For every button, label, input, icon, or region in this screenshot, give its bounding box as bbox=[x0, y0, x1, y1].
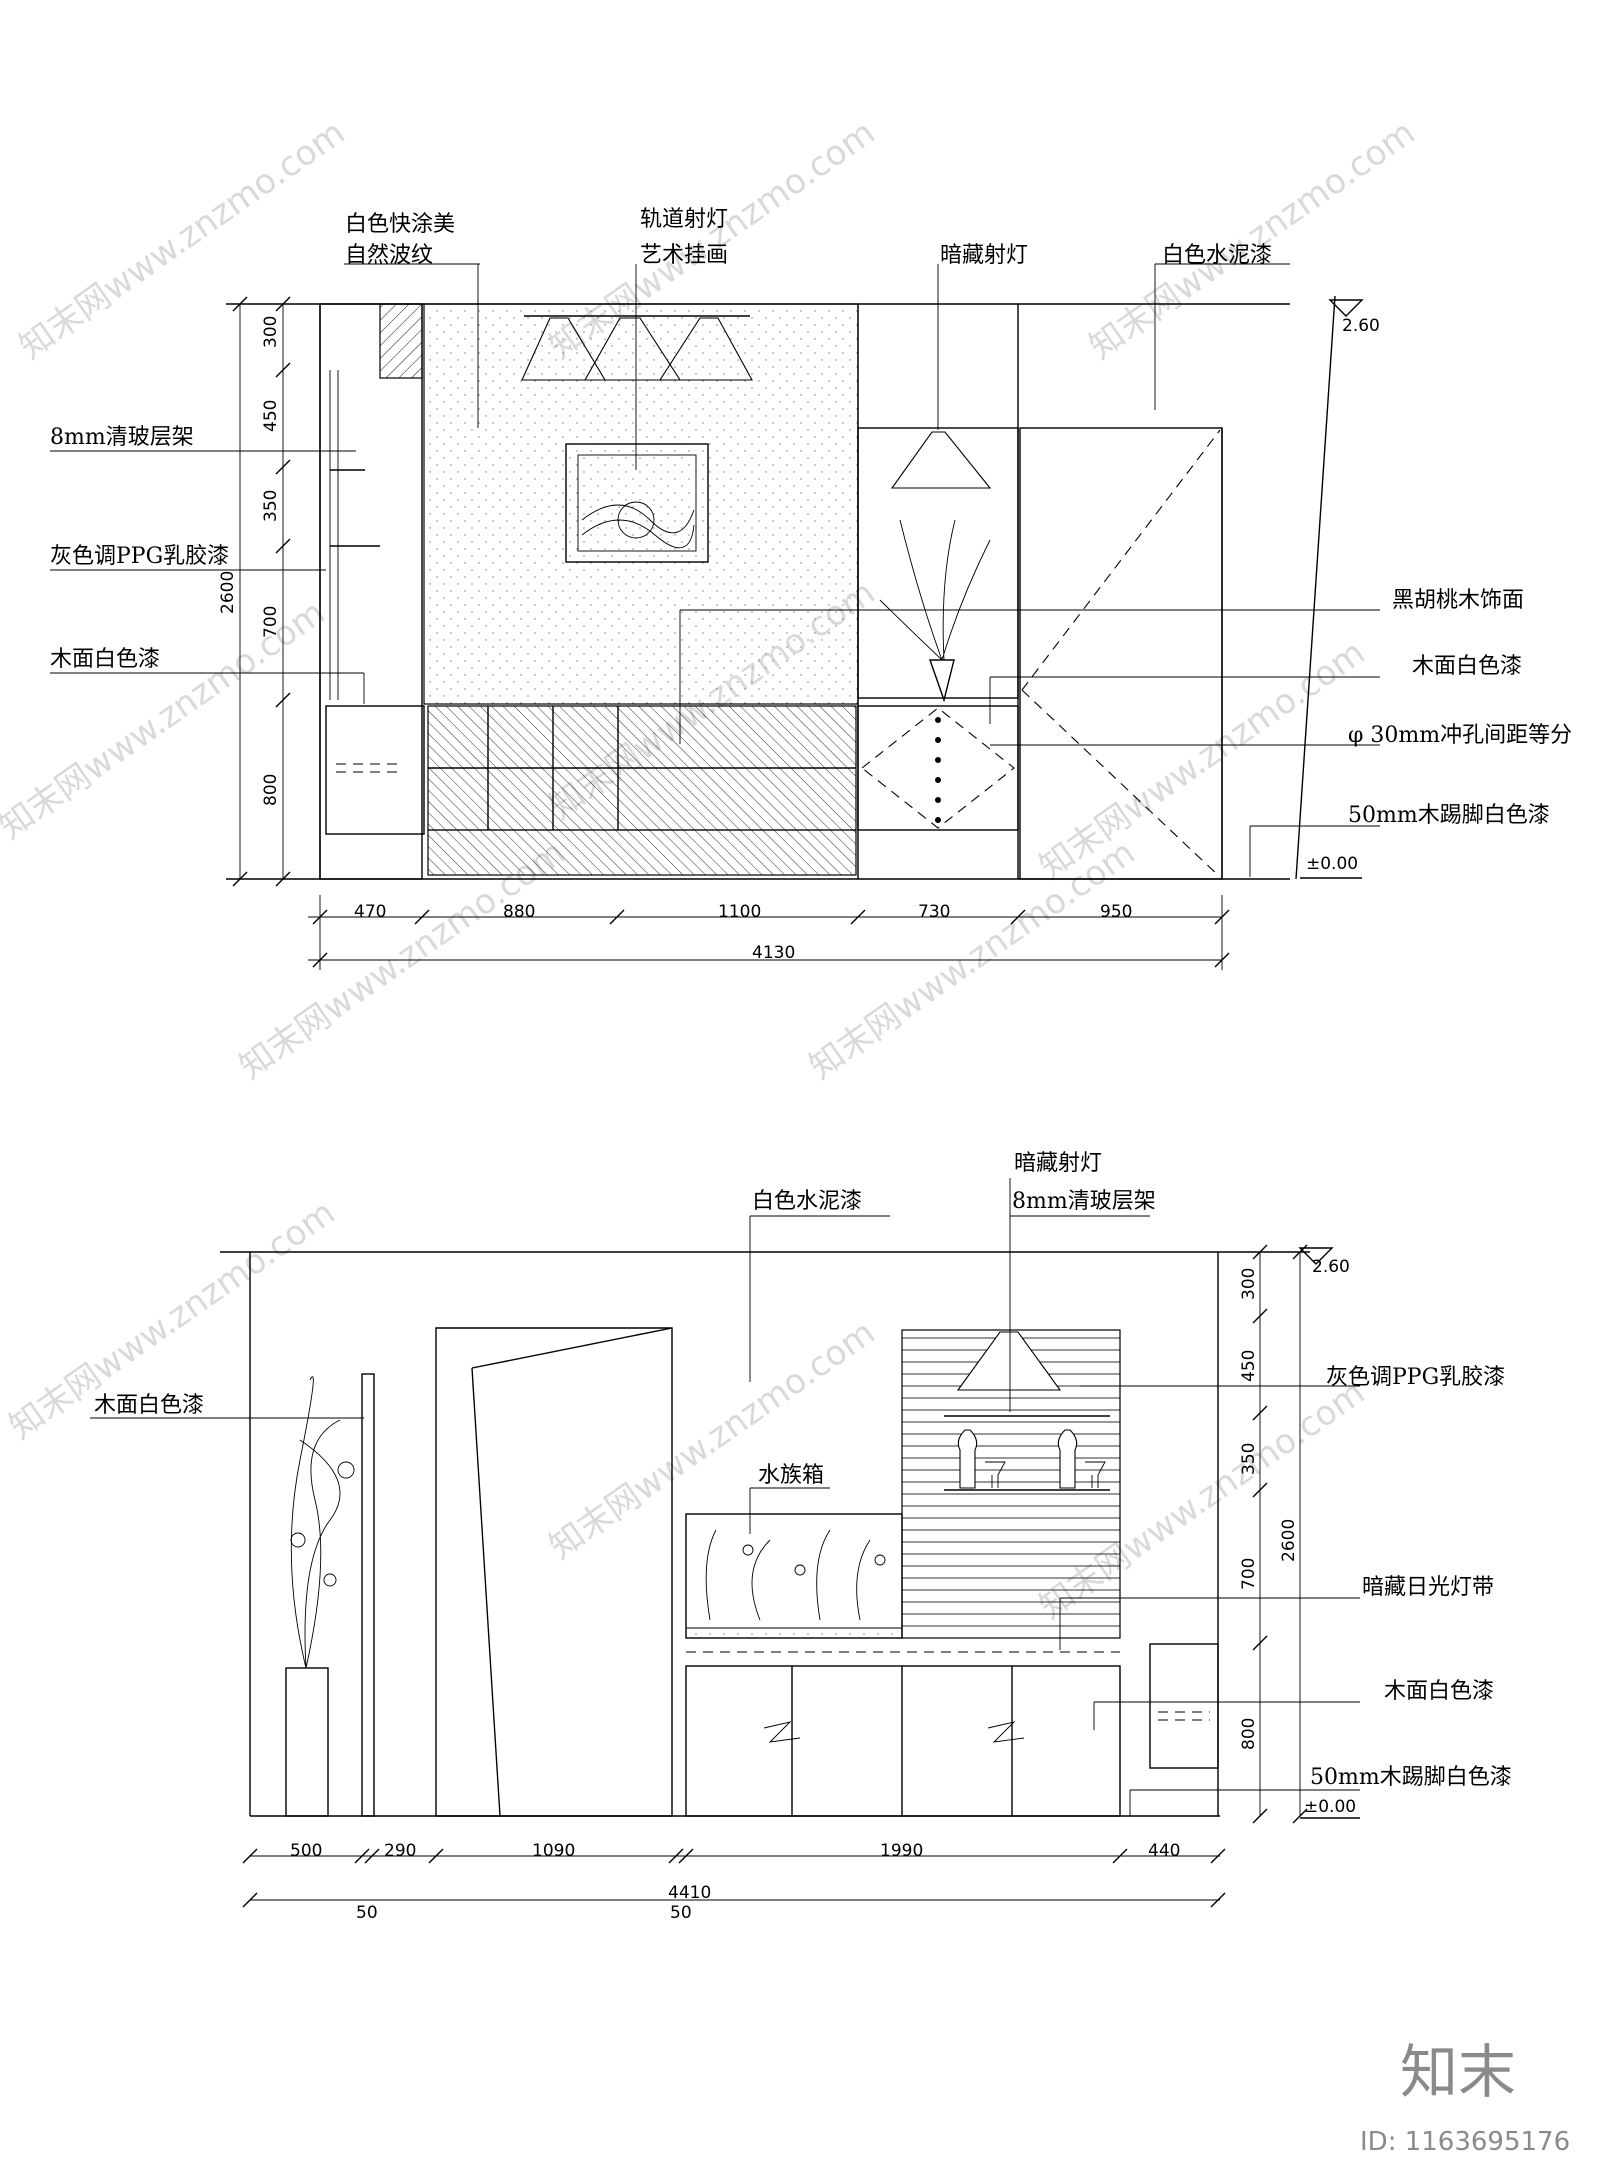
label-wood-white-left: 木面白色漆 bbox=[50, 647, 160, 672]
label-glass-shelf: 8mm清玻层架 bbox=[1012, 1189, 1156, 1214]
label-paint-line2: 自然波纹 bbox=[345, 243, 433, 268]
watermark-text: 知末网www.znzmo.com bbox=[1032, 633, 1372, 888]
width-dim: 950 bbox=[1100, 902, 1132, 922]
label-wood-white-left: 木面白色漆 bbox=[94, 1393, 204, 1418]
label-cement-paint: 白色水泥漆 bbox=[752, 1189, 862, 1214]
punch-holes bbox=[935, 717, 941, 823]
total-width-dim: 4410 bbox=[668, 1883, 711, 1903]
height-dim: 350 bbox=[1239, 1443, 1259, 1475]
small-dim: 50 bbox=[356, 1903, 378, 1923]
width-ticks bbox=[242, 1848, 1226, 1908]
label-skirting: 50mm木踢脚白色漆 bbox=[1310, 1765, 1512, 1790]
width-dim: 880 bbox=[503, 902, 535, 922]
label-art-painting: 艺术挂画 bbox=[640, 243, 728, 268]
height-dim: 450 bbox=[1239, 1350, 1259, 1382]
width-dim: 470 bbox=[354, 902, 386, 922]
bottom-elevation: 2.60 ±0.00 300 450 350 700 800 2600 bbox=[90, 1151, 1512, 1923]
width-dim: 1990 bbox=[880, 1841, 923, 1861]
base-cabinet bbox=[685, 1665, 1121, 1817]
level-zero-mark: ±0.00 bbox=[1306, 854, 1358, 874]
brand-id: ID: 1163695176 bbox=[1360, 2127, 1570, 2157]
ladder-shelf bbox=[361, 1373, 375, 1817]
width-dim: 1100 bbox=[718, 902, 761, 922]
label-paint-line1: 白色快涂美 bbox=[345, 212, 455, 237]
width-ticks bbox=[312, 909, 1230, 968]
brand-logo: 知末 bbox=[1400, 2038, 1516, 2106]
floor-vase bbox=[285, 1667, 329, 1817]
watermark-text: 知末网www.znzmo.com bbox=[12, 113, 352, 368]
punched-cabinet bbox=[857, 705, 1019, 831]
width-dim: 440 bbox=[1148, 1841, 1180, 1861]
height-dim: 700 bbox=[261, 606, 281, 638]
width-dim: 730 bbox=[918, 902, 950, 922]
width-dim: 500 bbox=[290, 1841, 322, 1861]
top-elevation: 2.60 ±0.00 300 450 350 700 800 2600 bbox=[50, 207, 1572, 970]
side-cabinet bbox=[1149, 1643, 1219, 1769]
label-hidden-spot: 暗藏射灯 bbox=[940, 243, 1028, 268]
label-cement-paint: 白色水泥漆 bbox=[1162, 243, 1272, 268]
label-track-light: 轨道射灯 bbox=[640, 207, 728, 232]
track-light-beam bbox=[658, 317, 753, 381]
aquarium bbox=[685, 1513, 903, 1639]
height-ticks bbox=[1252, 1244, 1308, 1824]
label-hidden-spot: 暗藏射灯 bbox=[1014, 1151, 1102, 1176]
label-wood-white-right: 木面白色漆 bbox=[1384, 1679, 1494, 1704]
height-dim: 350 bbox=[261, 490, 281, 522]
main-wall-panel bbox=[423, 303, 859, 705]
label-punch-hole: φ 30mm冲孔间距等分 bbox=[1348, 723, 1572, 748]
brand-block: 知末 ID: 1163695176 bbox=[1360, 2038, 1570, 2157]
level-top-mark: 2.60 bbox=[1342, 316, 1380, 336]
label-grey-paint: 灰色调PPG乳胶漆 bbox=[50, 544, 229, 569]
watermark-text: 知末网www.znzmo.com bbox=[0, 593, 332, 848]
height-ticks bbox=[232, 296, 291, 887]
height-dim: 700 bbox=[1239, 1558, 1259, 1590]
left-shelf-column bbox=[319, 303, 423, 880]
hatched-beam bbox=[379, 303, 423, 379]
display-niche bbox=[857, 427, 1019, 699]
total-width-dim: 4130 bbox=[752, 943, 795, 963]
level-zero-mark: ±0.00 bbox=[1304, 1797, 1356, 1817]
total-height-dim: 2600 bbox=[1279, 1519, 1299, 1562]
height-dim: 450 bbox=[261, 400, 281, 432]
label-walnut: 黑胡桃木饰面 bbox=[1392, 588, 1524, 613]
height-dim: 800 bbox=[1239, 1718, 1259, 1750]
left-cabinet bbox=[325, 705, 425, 835]
label-aquarium: 水族箱 bbox=[758, 1463, 824, 1488]
height-dim: 800 bbox=[261, 774, 281, 806]
width-dim: 1090 bbox=[532, 1841, 575, 1861]
bottle bbox=[1057, 1429, 1078, 1489]
door bbox=[1019, 427, 1223, 880]
slanted-panel bbox=[435, 1327, 673, 1817]
bottle bbox=[957, 1429, 978, 1489]
art-painting-frame bbox=[565, 443, 709, 563]
label-glass-shelf: 8mm清玻层架 bbox=[50, 425, 194, 450]
small-dim: 50 bbox=[670, 1903, 692, 1923]
level-top-mark: 2.60 bbox=[1312, 1257, 1350, 1277]
height-dim: 300 bbox=[261, 316, 281, 348]
label-skirting: 50mm木踢脚白色漆 bbox=[1348, 803, 1550, 828]
label-fluorescent: 暗藏日光灯带 bbox=[1362, 1575, 1494, 1600]
total-height-dim: 2600 bbox=[218, 571, 238, 614]
vase bbox=[929, 659, 955, 703]
hidden-spot-beam bbox=[890, 431, 992, 489]
height-dim: 300 bbox=[1239, 1268, 1259, 1300]
width-dim: 290 bbox=[384, 1841, 416, 1861]
label-wood-white-right: 木面白色漆 bbox=[1412, 654, 1522, 679]
label-grey-paint: 灰色调PPG乳胶漆 bbox=[1326, 1365, 1505, 1390]
watermark-text: 知末网www.znzmo.com bbox=[542, 1313, 882, 1568]
hidden-spot-beam bbox=[956, 1331, 1062, 1391]
